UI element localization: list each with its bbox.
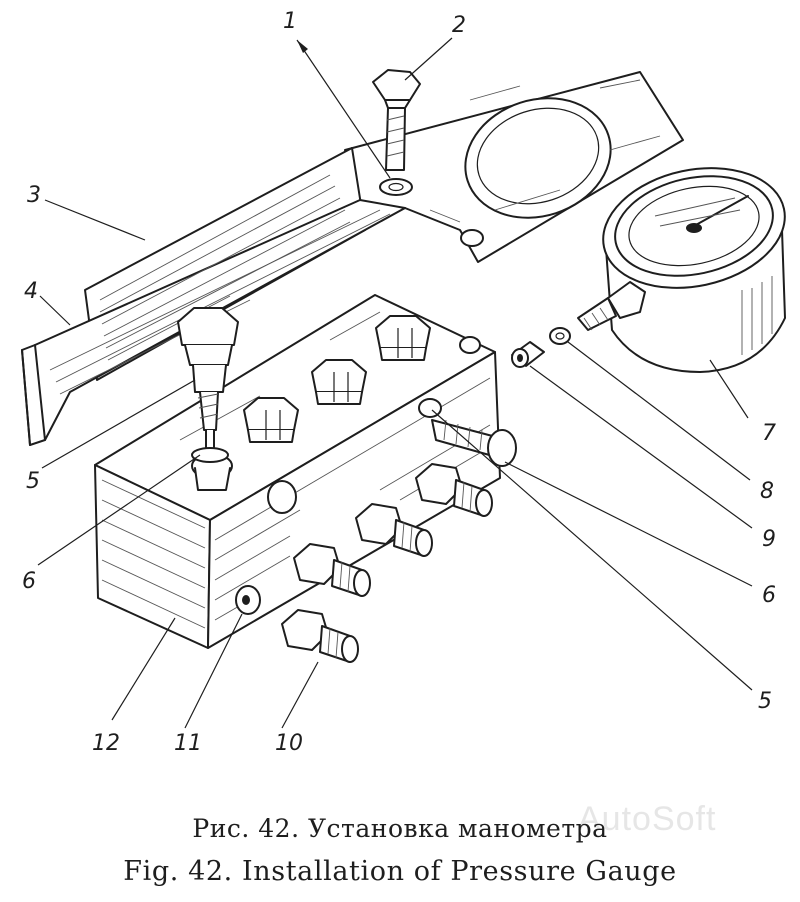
callout-5-side: 5 — [758, 689, 772, 714]
callout-8: 8 — [760, 479, 774, 504]
valve-plug — [177, 307, 239, 463]
caption-russian: Рис. 42. Установка манометра — [192, 814, 608, 843]
callout-4: 3 — [27, 183, 41, 208]
sealing-washer — [549, 327, 571, 345]
leader-lines — [37, 37, 753, 729]
top-hex-plugs — [243, 315, 431, 443]
washer-top — [379, 178, 413, 196]
small-plug — [235, 585, 261, 615]
callout-5-top: 1 — [283, 9, 297, 34]
pressure-gauge — [577, 167, 786, 373]
callout-6-top: 2 — [452, 13, 466, 38]
angle-bracket — [21, 147, 406, 446]
watermark: AutoSoft — [578, 800, 717, 838]
callout-11: 11 — [174, 731, 202, 756]
callout-7: 7 — [762, 421, 776, 446]
callout-12: 12 — [92, 731, 120, 756]
callout-1: 6 — [22, 569, 36, 594]
adapter-nipple — [511, 341, 545, 368]
mounting-bracket — [344, 71, 684, 263]
callout-10: 10 — [275, 731, 303, 756]
callout-labels: 1 2 3 4 5 6 7 8 9 6 5 10 11 12 — [22, 9, 776, 756]
callout-3: 4 — [24, 279, 38, 304]
callout-6-side: 6 — [762, 583, 776, 608]
union-fittings — [281, 463, 493, 663]
callout-9: 9 — [762, 527, 776, 552]
caption-english: Fig. 42. Installation of Pressure Gauge — [123, 856, 677, 887]
callout-2: 5 — [26, 469, 40, 494]
